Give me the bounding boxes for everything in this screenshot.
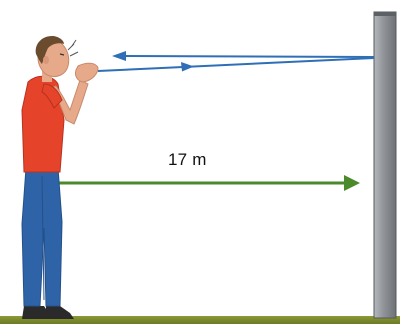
- distance-label: 17 m: [168, 150, 207, 169]
- person-shouting-icon: [21, 36, 99, 319]
- sound-arrow-echo: [112, 51, 375, 61]
- distance-arrow: [40, 175, 360, 191]
- wall-pillar: [373, 11, 397, 319]
- ground: [0, 316, 400, 324]
- sound-arrow-outgoing: [97, 57, 375, 72]
